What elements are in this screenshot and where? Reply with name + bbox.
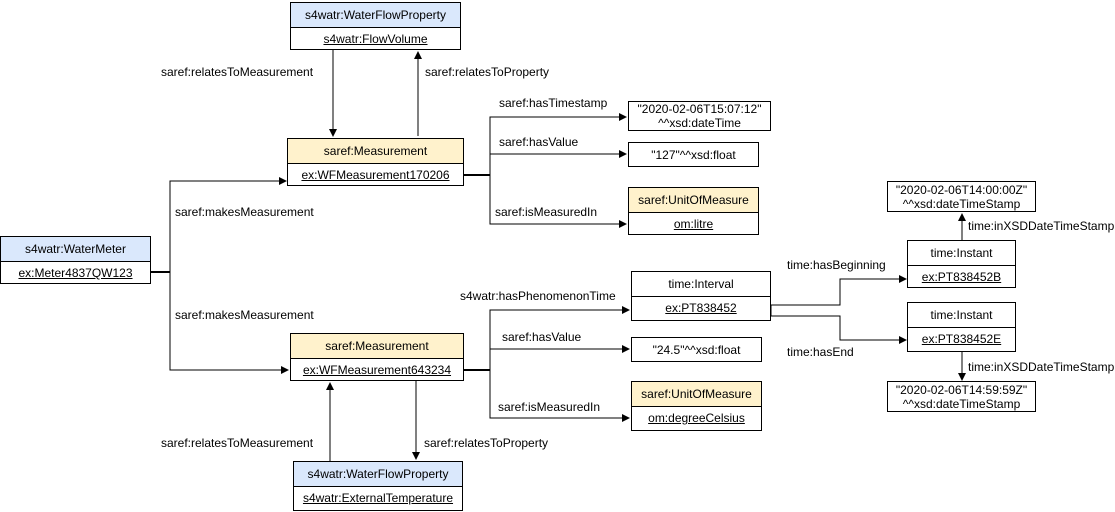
node-type-label: time:Instant — [908, 303, 1015, 328]
node-type-label: saref:Measurement — [291, 334, 463, 359]
node-measurement-2[interactable]: saref:Measurement ex:WFMeasurement643234 — [290, 333, 464, 381]
node-unit-1[interactable]: saref:UnitOfMeasure om:litre — [628, 187, 759, 235]
edge-label-is-measured-in-1: saref:isMeasuredIn — [495, 205, 598, 219]
literal-value-1[interactable]: "127"^^xsd:float — [628, 142, 759, 167]
edge-label-relates-to-measurement-top: saref:relatesToMeasurement — [161, 65, 314, 79]
edge-label-has-timestamp: saref:hasTimestamp — [499, 96, 608, 110]
node-type-label: s4watr:WaterFlowProperty — [291, 3, 460, 28]
edge-label-has-end: time:hasEnd — [787, 345, 854, 359]
node-instance-label: om:degreeCelsius — [648, 411, 745, 425]
literal-line: ^^xsd:dateTime — [658, 116, 741, 130]
node-instant-begin[interactable]: time:Instant ex:PT838452B — [907, 240, 1016, 288]
literal-line: "24.5"^^xsd:float — [652, 342, 741, 357]
node-instance-label: ex:PT838452B — [921, 270, 1002, 284]
edge-label-has-phenomenon-time: s4watr:hasPhenomenonTime — [460, 289, 616, 303]
node-instance-label: ex:WFMeasurement643234 — [302, 363, 452, 377]
literal-value-2[interactable]: "24.5"^^xsd:float — [631, 337, 762, 362]
edge-label-makes-measurement-1: saref:makesMeasurement — [175, 205, 314, 219]
edge-has-end — [771, 315, 907, 344]
node-instance-label: om:litre — [673, 217, 714, 231]
edge-makes-measurement-1 — [151, 177, 287, 273]
node-type-label: s4watr:WaterMeter — [1, 237, 150, 262]
node-instant-end[interactable]: time:Instant ex:PT838452E — [907, 302, 1016, 352]
edge-has-beginning — [771, 275, 907, 306]
literal-end-time[interactable]: "2020-02-06T14:59:59Z" ^^xsd:dateTimeSta… — [887, 381, 1036, 412]
literal-line: "2020-02-06T14:00:00Z" — [895, 182, 1028, 197]
literal-line: "2020-02-06T15:07:12" — [637, 102, 762, 116]
literal-begin-time[interactable]: "2020-02-06T14:00:00Z" ^^xsd:dateTimeSta… — [887, 181, 1036, 212]
node-flow-property-top[interactable]: s4watr:WaterFlowProperty s4watr:FlowVolu… — [290, 2, 461, 50]
node-flow-property-bottom[interactable]: s4watr:WaterFlowProperty s4watr:External… — [293, 461, 463, 511]
node-type-label: s4watr:WaterFlowProperty — [294, 462, 462, 487]
literal-line: ^^xsd:dateTimeStamp — [902, 196, 1021, 211]
node-instance-label: ex:PT838452E — [921, 332, 1002, 346]
node-type-label: time:Interval — [632, 272, 770, 297]
literal-line: "127"^^xsd:float — [651, 147, 736, 162]
node-type-label: time:Instant — [908, 241, 1015, 266]
node-instance-label: ex:PT838452 — [665, 301, 737, 315]
edge-is-measured-in-2 — [489, 370, 630, 422]
edge-label-has-value-1: saref:hasValue — [499, 135, 579, 149]
node-instance-label: s4watr:ExternalTemperature — [302, 491, 454, 505]
node-type-label: saref:Measurement — [288, 139, 463, 164]
edge-label-has-beginning: time:hasBeginning — [787, 258, 886, 272]
node-water-meter[interactable]: s4watr:WaterMeter ex:Meter4837QW123 — [0, 236, 151, 284]
edge-label-relates-to-property-top: saref:relatesToProperty — [425, 65, 550, 79]
node-instance-label: ex:Meter4837QW123 — [18, 266, 133, 280]
node-interval[interactable]: time:Interval ex:PT838452 — [631, 271, 771, 321]
edge-label-in-xsd-begin: time:inXSDDateTimeStamp — [968, 219, 1115, 233]
node-type-label: saref:UnitOfMeasure — [632, 382, 761, 407]
edge-label-has-value-2: saref:hasValue — [502, 330, 582, 344]
edge-label-makes-measurement-2: saref:makesMeasurement — [175, 308, 314, 322]
literal-line: "2020-02-06T14:59:59Z" — [895, 382, 1028, 397]
edge-label-relates-to-property-bottom: saref:relatesToProperty — [424, 436, 549, 450]
node-instance-label: s4watr:FlowVolume — [323, 32, 428, 46]
node-unit-2[interactable]: saref:UnitOfMeasure om:degreeCelsius — [631, 381, 762, 431]
literal-line: ^^xsd:dateTimeStamp — [902, 396, 1021, 411]
edge-label-in-xsd-end: time:inXSDDateTimeStamp — [968, 360, 1115, 374]
node-type-label: saref:UnitOfMeasure — [629, 188, 758, 213]
node-measurement-1[interactable]: saref:Measurement ex:WFMeasurement170206 — [287, 138, 464, 186]
edge-label-is-measured-in-2: saref:isMeasuredIn — [498, 400, 601, 414]
literal-timestamp[interactable]: "2020-02-06T15:07:12" ^^xsd:dateTime — [628, 101, 771, 131]
edge-is-measured-in-1 — [489, 175, 627, 228]
node-instance-label: ex:WFMeasurement170206 — [301, 168, 450, 182]
edge-label-relates-to-measurement-bottom: saref:relatesToMeasurement — [161, 436, 314, 450]
